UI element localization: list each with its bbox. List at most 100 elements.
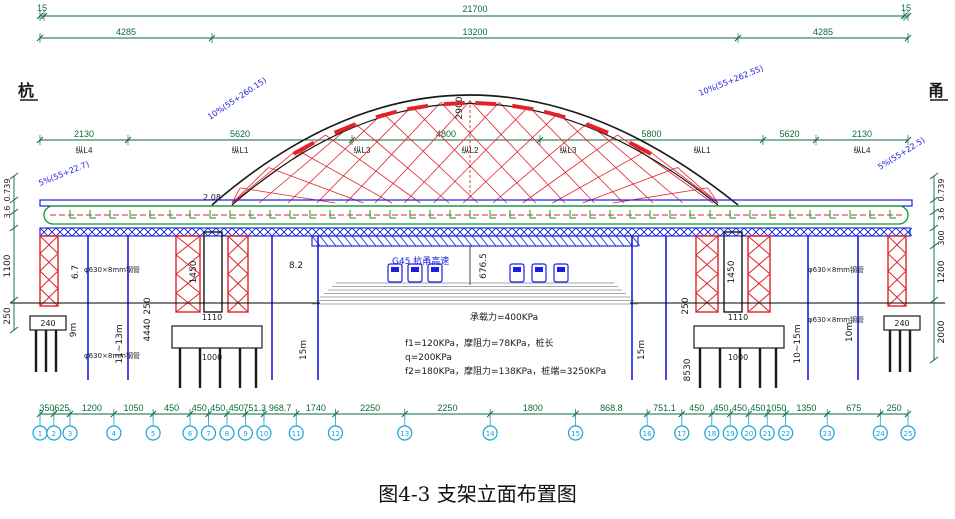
tie-bracket <box>249 210 256 219</box>
tie-bracket <box>349 210 356 219</box>
road-beam-diagonal <box>535 235 545 247</box>
vdim-tick <box>9 326 19 334</box>
tie-beam <box>43 205 909 225</box>
vehicle-window <box>557 267 565 272</box>
dim-label: 625 <box>54 403 69 413</box>
truss-diagonal <box>191 227 201 237</box>
axis-bubble-label: 11 <box>292 430 301 438</box>
side-label-left: 杭 <box>18 81 34 100</box>
road-beam-diagonal <box>423 235 433 247</box>
tower-brace <box>175 273 201 294</box>
hanger <box>612 187 708 204</box>
axis-bubble <box>62 425 78 441</box>
dim-label: 450 <box>164 403 179 413</box>
truss-diagonal <box>687 227 697 237</box>
road-beam-diagonal <box>391 235 401 247</box>
dim-label: 4285 <box>813 27 833 37</box>
truss-diagonal <box>359 227 369 237</box>
tie-bracket <box>369 210 376 219</box>
axis-bubble <box>704 425 720 441</box>
tower-brace <box>175 254 201 275</box>
arch-segment-mark <box>475 101 497 107</box>
tower-right-b <box>747 235 771 313</box>
tie-bracket <box>769 210 776 219</box>
cap-width-right: 1110 <box>728 313 748 322</box>
axis-bubble <box>567 425 584 441</box>
road-beam-diagonal <box>607 235 617 247</box>
truss-diagonal <box>55 227 65 237</box>
hanger <box>557 112 654 204</box>
road-beam-diagonal <box>447 235 457 247</box>
dim-250-label: 250 <box>681 297 691 314</box>
side-note-left: φ630×8mm钢管 <box>84 265 140 274</box>
figure-caption: 图4-3 支架立面布置图 <box>378 482 577 506</box>
vehicle-window <box>431 267 439 272</box>
vehicle <box>531 263 547 283</box>
road-beam-diagonal <box>407 235 417 247</box>
tie-bracket <box>589 210 596 219</box>
tie-bracket <box>229 210 236 219</box>
axis-bubble-label: 21 <box>763 430 772 438</box>
tie-bracket <box>189 210 196 219</box>
truss-diagonal <box>175 227 185 237</box>
dim-label: 2250 <box>360 403 380 413</box>
hanger <box>316 106 413 204</box>
tie-bracket <box>169 210 176 219</box>
hanger <box>382 112 479 204</box>
truss-diagonal <box>543 227 553 237</box>
tie-bracket <box>749 210 756 219</box>
truss-diagonal <box>839 227 849 237</box>
vdim-label: 3.6 <box>937 208 946 221</box>
deck-slope-right: 5%(55+22.5) <box>876 136 926 172</box>
hanger <box>492 122 589 204</box>
truss-diagonal <box>447 227 457 237</box>
axis-bubble <box>900 425 916 441</box>
axis-bubble-label: 22 <box>781 430 790 438</box>
vehicle <box>553 263 569 283</box>
dim-label: 450 <box>732 403 747 413</box>
dim-label: 450 <box>229 403 244 413</box>
road-beam-diagonal <box>463 235 473 247</box>
tower-left-b <box>227 235 249 313</box>
tower-brace <box>887 270 907 289</box>
vdim-tick <box>929 224 939 232</box>
tower-right-end <box>887 235 907 307</box>
vdim-label: 1450 <box>189 260 199 283</box>
truss-diagonal <box>775 227 785 237</box>
tower-brace <box>175 235 201 256</box>
arch-segment-mark <box>543 109 566 120</box>
dim-label: 1350 <box>796 403 816 413</box>
truss-diagonal <box>167 227 177 237</box>
road-label: G45 杭甬高速 <box>392 255 449 267</box>
dim-label: 1050 <box>766 403 786 413</box>
vdim-tick <box>9 296 19 304</box>
arch-rib-outer <box>211 94 739 206</box>
road-beam-diagonal <box>375 235 385 247</box>
truss-diagonal <box>615 227 625 237</box>
tie-bracket <box>409 210 416 219</box>
truss-diagonal <box>647 227 657 237</box>
axis-bubble <box>219 425 235 441</box>
hanger <box>440 102 537 204</box>
hanger <box>411 106 508 204</box>
dim-label: 1050 <box>123 403 143 413</box>
segment-label: 纵L1 <box>232 146 249 155</box>
tie-bracket <box>109 210 116 219</box>
vdim-label: 2.08 <box>203 193 221 202</box>
truss-diagonal <box>695 227 705 237</box>
vdim-label: 250 <box>3 307 13 324</box>
arch-segment-mark <box>511 103 534 112</box>
tie-bracket <box>89 210 96 219</box>
truss-diagonal <box>143 227 153 237</box>
truss-diagonal <box>599 227 609 237</box>
pile-cap-right <box>693 325 785 349</box>
truss-diagonal <box>703 227 713 237</box>
truss-diagonal <box>607 227 617 237</box>
truss-diagonal <box>103 227 113 237</box>
hanger <box>231 167 269 204</box>
vehicle <box>509 263 525 283</box>
road-beam-diagonal <box>551 235 561 247</box>
pile-length-label: 10m <box>845 322 855 342</box>
